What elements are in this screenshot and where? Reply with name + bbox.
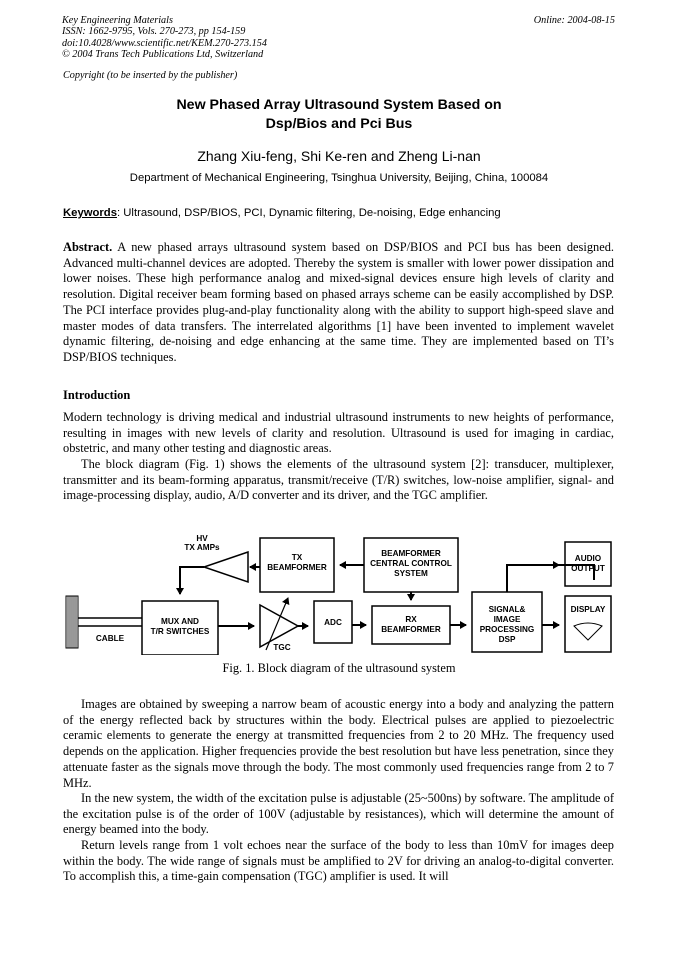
abstract-label: Abstract. — [63, 240, 113, 254]
transducer-array — [65, 595, 79, 649]
bcc-label-3: SYSTEM — [394, 569, 428, 578]
body-paragraph-3: Images are obtained by sweeping a narrow… — [63, 697, 614, 790]
sig-label-2: IMAGE — [494, 615, 521, 624]
rx-label-2: BEAMFORMER — [381, 625, 441, 634]
copyright-line: Copyright (to be inserted by the publish… — [63, 70, 238, 81]
rx-beamformer-block: RX BEAMFORMER — [371, 605, 451, 645]
audio-label-1: AUDIO — [575, 554, 602, 563]
section-heading-introduction: Introduction — [63, 388, 131, 402]
body-paragraph-4: In the new system, the width of the exci… — [63, 791, 614, 837]
issn-line: ISSN: 1662-9795, Vols. 270-273, pp 154-1… — [62, 26, 246, 38]
rx-label-1: RX — [405, 615, 417, 624]
tgc-label: TGC — [273, 643, 290, 652]
keywords: Keywords: Ultrasound, DSP/BIOS, PCI, Dyn… — [63, 207, 501, 219]
tx-label-1: TX — [292, 553, 303, 562]
paper-title: New Phased Array Ultrasound System Based… — [63, 96, 615, 133]
sig-label-3: PROCESSING — [480, 625, 535, 634]
adc-label: ADC — [324, 618, 342, 627]
sig-label-4: DSP — [499, 635, 516, 644]
tx-label-2: BEAMFORMER — [267, 563, 327, 572]
intro-paragraph-1: Modern technology is driving medical and… — [63, 410, 614, 456]
affiliation: Department of Mechanical Engineering, Ts… — [129, 172, 549, 184]
audio-label-2: OUTPUT — [571, 564, 605, 573]
display-block: DISPLAY — [564, 595, 612, 653]
hv-tx-amps: HV TX AMPs — [184, 534, 249, 584]
title-line-1: New Phased Array Ultrasound System Based… — [176, 97, 502, 113]
body-paragraph-5: Return levels range from 1 volt echoes n… — [63, 838, 614, 884]
sig-label-1: SIGNAL& — [489, 605, 526, 614]
intro-paragraph-2: The block diagram (Fig. 1) shows the ele… — [63, 457, 614, 503]
abstract: Abstract. A new phased arrays ultrasound… — [63, 240, 614, 366]
bcc-label-1: BEAMFORMER — [381, 549, 441, 558]
hv-label-1: HV — [196, 534, 208, 543]
cable-label: CABLE — [96, 634, 125, 643]
keywords-label: Keywords — [63, 207, 117, 219]
journal-header: Key Engineering Materials ISSN: 1662-979… — [62, 15, 267, 60]
mux-label-1: MUX AND — [161, 617, 199, 626]
keywords-list: : Ultrasound, DSP/BIOS, PCI, Dynamic fil… — [117, 207, 501, 219]
beamformer-central-control-block: BEAMFORMER CENTRAL CONTROL SYSTEM — [363, 537, 459, 593]
display-label: DISPLAY — [571, 605, 606, 614]
diagram-connectors — [176, 561, 595, 630]
bcc-label-2: CENTRAL CONTROL — [370, 559, 452, 568]
adc-block: ADC — [313, 600, 353, 644]
publisher-line: © 2004 Trans Tech Publications Ltd, Swit… — [62, 48, 264, 60]
authors: Zhang Xiu-feng, Shi Ke-ren and Zheng Li-… — [197, 148, 481, 164]
mux-tr-switches-block: MUX AND T/R SWITCHES — [141, 600, 219, 655]
doi-line: doi:10.4028/www.scientific.net/KEM.270-2… — [62, 37, 267, 49]
journal-name: Key Engineering Materials — [62, 15, 173, 26]
figure-caption: Fig. 1. Block diagram of the ultrasound … — [222, 661, 456, 675]
abstract-text: A new phased arrays ultrasound system ba… — [63, 240, 614, 364]
online-date: Online: 2004-08-15 — [533, 15, 615, 26]
title-line-2: Dsp/Bios and Pci Bus — [265, 115, 413, 132]
block-diagram: CABLE MUX AND T/R SWITCHES HV TX AMPs TX… — [65, 534, 612, 655]
mux-label-2: T/R SWITCHES — [151, 627, 210, 636]
tx-beamformer-block: TX BEAMFORMER — [259, 537, 335, 593]
tgc-amplifier: TGC — [259, 597, 300, 652]
hv-label-2: TX AMPs — [184, 543, 220, 552]
signal-image-processing-block: SIGNAL& IMAGE PROCESSING DSP — [471, 591, 543, 653]
